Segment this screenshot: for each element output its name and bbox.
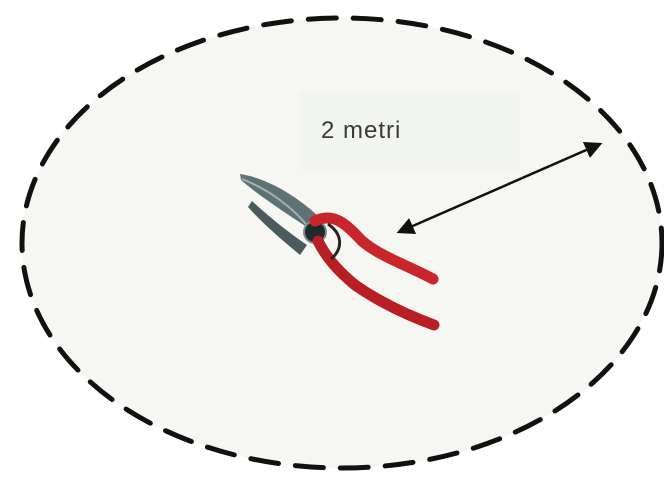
safety-zone-fill bbox=[22, 18, 662, 468]
distance-label: 2 metri bbox=[300, 92, 520, 170]
